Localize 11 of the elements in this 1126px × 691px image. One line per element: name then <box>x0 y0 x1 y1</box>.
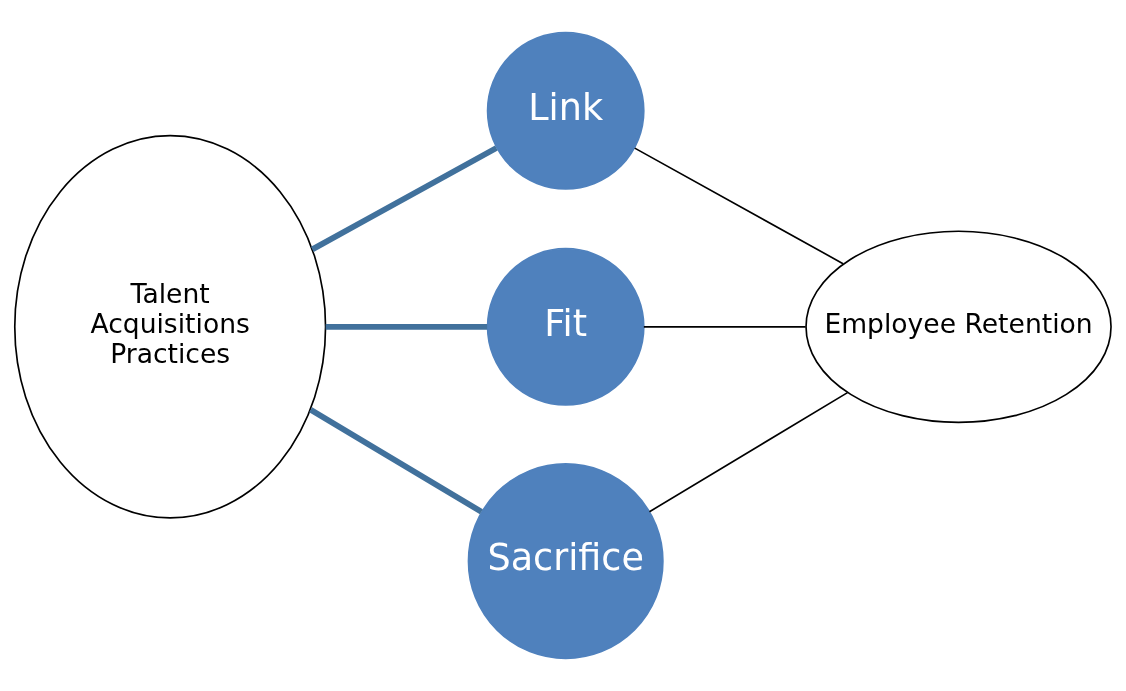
connector <box>309 407 483 515</box>
node-ellipse: Employee Retention <box>805 230 1112 424</box>
connector <box>310 145 498 252</box>
connector <box>648 391 849 513</box>
node-ellipse: Talent Acquisitions Practices <box>13 134 327 519</box>
connector <box>643 326 807 328</box>
node-circle: Fit <box>486 247 645 406</box>
node-circle: Sacrifice <box>467 463 664 660</box>
connector <box>325 323 488 330</box>
connector <box>633 147 844 265</box>
node-circle: Link <box>486 31 645 190</box>
